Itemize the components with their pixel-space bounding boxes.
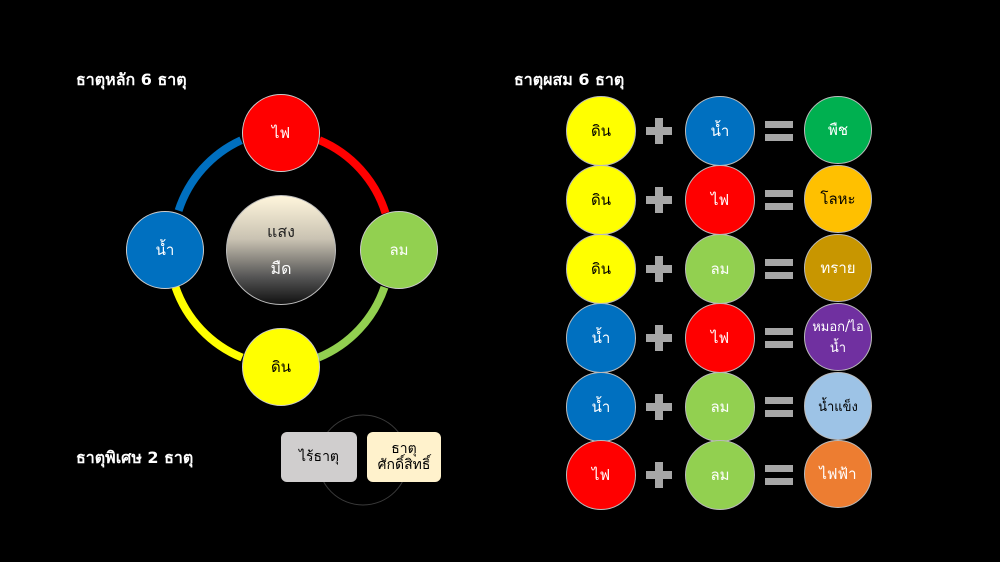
sacred-line-2: ศักดิ์สิทธิ์ [377,457,431,473]
sacred-line-1: ธาตุ [391,440,417,457]
plus-icon [646,256,672,282]
dark-label: มืด [270,259,292,278]
equals-icon [765,259,793,279]
result-circle: น้ำแข็ง [804,372,872,440]
combination-row: น้ำ ไฟ หมอก/ไอน้ำ [566,303,872,373]
element-b-circle: ลม [685,234,755,304]
element-a-circle: ดิน [566,96,636,166]
result-circle: ทราย [804,234,872,302]
light-label: แสง [267,221,295,241]
element-b-circle: น้ำ [685,96,755,166]
water-node: น้ำ [126,211,204,289]
combination-row: ไฟ ลม ไฟฟ้า [566,440,872,510]
equals-icon [765,465,793,485]
plus-icon [646,187,672,213]
equals-icon [765,190,793,210]
element-b-circle: ไฟ [685,303,755,373]
element-a-circle: น้ำ [566,372,636,442]
plus-icon [646,394,672,420]
result-circle: โลหะ [804,165,872,233]
result-circle: หมอก/ไอน้ำ [804,303,872,371]
plus-icon [646,118,672,144]
result-circle: พืช [804,96,872,164]
element-b-circle: ลม [685,440,755,510]
combination-row: ดิน น้ำ พืช [566,96,872,166]
element-a-circle: ดิน [566,165,636,235]
element-a-circle: น้ำ [566,303,636,373]
special-elements-heading: ธาตุพิเศษ 2 ธาตุ [76,448,194,467]
element-a-circle: ไฟ [566,440,636,510]
earth-node: ดิน [242,328,320,406]
ring-arc-fire-wind [317,136,390,215]
main-elements-heading: ธาตุหลัก 6 ธาตุ [76,70,187,89]
combination-row: ดิน ไฟ โลหะ [566,165,872,235]
plus-icon [646,325,672,351]
combination-row: ดิน ลม ทราย [566,234,872,304]
fire-node: ไฟ [242,94,320,172]
equals-icon [765,397,793,417]
element-b-circle: ลม [685,372,755,442]
plus-icon [646,462,672,488]
ring-arc-earth-water [171,285,244,362]
combination-row: น้ำ ลม น้ำแข็ง [566,372,872,442]
ring-arc-water-fire [174,136,243,212]
combo-elements-heading: ธาตุผสม 6 ธาตุ [514,70,625,89]
result-circle: ไฟฟ้า [804,440,872,508]
sacred-element-box: ธาตุ ศักดิ์สิทธิ์ [367,432,441,482]
equals-icon [765,121,793,141]
element-a-circle: ดิน [566,234,636,304]
ring-arc-wind-earth [316,285,389,362]
equals-icon [765,328,793,348]
light-dark-node: แสง มืด [226,195,336,305]
wind-node: ลม [360,211,438,289]
no-element-box: ไร้ธาตุ [281,432,357,482]
element-b-circle: ไฟ [685,165,755,235]
